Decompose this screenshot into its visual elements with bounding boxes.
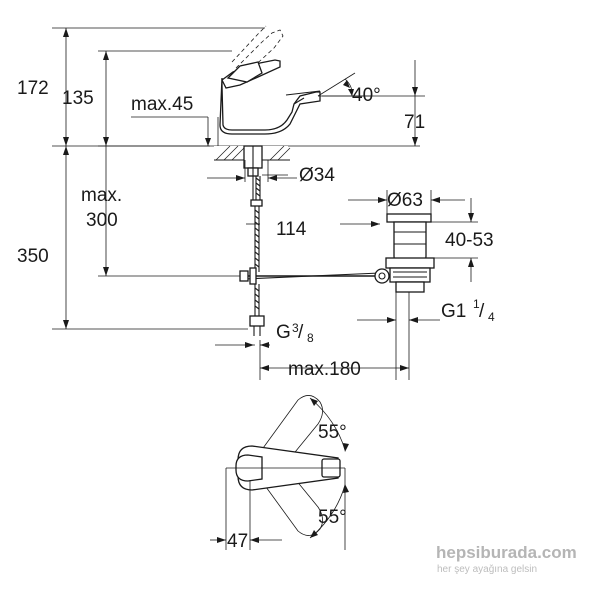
dim-label-g-slash: /: [298, 322, 304, 343]
dim-label-350: 350: [17, 246, 49, 267]
dim-g114: G1 1 / 4: [357, 297, 495, 324]
dim-label-g1-slash: /: [479, 301, 485, 322]
dim-label-114: 114: [276, 219, 307, 240]
dim-max300: max. 300: [81, 146, 122, 276]
dim-label-g1-den: 4: [488, 310, 495, 324]
dim-g38: G 3 / 8: [215, 321, 314, 348]
dim-71: 71: [322, 60, 425, 146]
dim-label-172: 172: [17, 78, 49, 99]
dim-label-max: max.: [81, 185, 122, 206]
dim-172: 172: [17, 28, 69, 146]
dim-label-g: G: [276, 322, 291, 343]
dim-label-g1-num: 1: [473, 297, 480, 311]
plan-view: 55° 55° 47: [210, 395, 349, 552]
dim-angle-55-top: 55°: [309, 397, 349, 452]
dim-label-40: 40°: [352, 85, 381, 106]
dim-label-47: 47: [227, 531, 248, 552]
dim-label-max45: max.45: [131, 94, 193, 115]
watermark-brand: hepsiburada.com: [436, 543, 577, 562]
dim-label-55-top: 55°: [318, 422, 347, 443]
supply-hose-lower: [249, 284, 265, 336]
popup-rod: [239, 267, 381, 285]
elevation-view: 172 135 max.45: [17, 25, 495, 380]
dim-max45: max.45: [131, 94, 219, 146]
dim-label-55-bottom: 55°: [318, 507, 347, 528]
dim-label-135: 135: [62, 88, 94, 109]
waste-assembly: [374, 213, 435, 380]
dim-max180: max.180: [259, 340, 409, 380]
watermark: hepsiburada.com her şey ayağına gelsin: [436, 543, 577, 575]
dim-114: 114: [246, 219, 380, 240]
dim-label-300: 300: [86, 210, 118, 231]
dim-label-dia34: Ø34: [299, 165, 335, 186]
dim-label-g-den: 8: [307, 331, 314, 345]
dim-40-53: 40-53: [431, 198, 494, 282]
mounting-shank: [243, 145, 288, 207]
dim-350: 350: [17, 146, 69, 329]
dim-dia63: Ø63: [348, 190, 465, 214]
dim-label-dia63: Ø63: [387, 190, 423, 211]
dim-label-g1: G1: [441, 301, 466, 322]
dim-dia34: Ø34: [207, 160, 335, 186]
watermark-slogan: her şey ayağına gelsin: [437, 564, 537, 575]
dim-label-g-num: 3: [292, 321, 299, 335]
dim-135: 135: [62, 51, 109, 146]
dim-angle-40: 40°: [317, 72, 381, 106]
dim-angle-55-bottom: 55°: [309, 484, 349, 539]
dim-47: 47: [210, 480, 282, 552]
faucet-body: [219, 59, 321, 135]
dim-label-71: 71: [404, 112, 425, 133]
dim-label-max180: max.180: [288, 359, 361, 380]
dim-label-40-53: 40-53: [445, 230, 494, 251]
supply-hose: [254, 206, 260, 272]
